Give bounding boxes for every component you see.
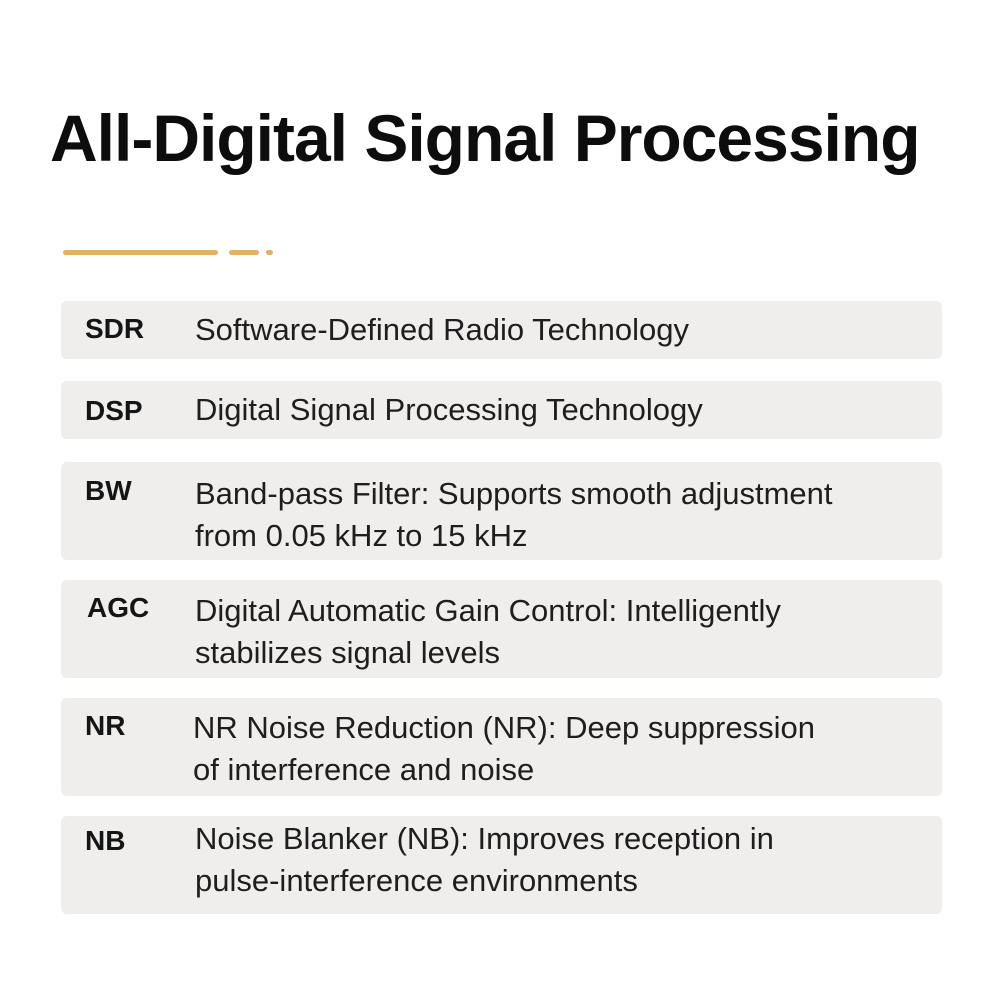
feature-abbr: NB — [85, 825, 126, 856]
feature-row-nb: NB Noise Blanker (NB): Improves receptio… — [61, 816, 942, 914]
accent-line-short — [229, 250, 259, 255]
feature-row-bw: BW Band-pass Filter: Supports smooth adj… — [61, 462, 942, 560]
feature-desc: Software-Defined Radio Technology — [195, 312, 690, 347]
feature-desc: Band-pass Filter: Supports smooth adjust… — [195, 476, 833, 553]
feature-desc: NR Noise Reduction (NR): Deep suppressio… — [193, 710, 815, 787]
accent-dot — [266, 250, 273, 255]
feature-row-dsp: DSP Digital Signal Processing Technology — [61, 381, 942, 439]
feature-desc: Digital Signal Processing Technology — [195, 392, 703, 427]
feature-abbr: SDR — [85, 313, 145, 344]
page-title: All-Digital Signal Processing — [50, 101, 921, 175]
feature-abbr: BW — [85, 475, 132, 506]
accent-line-long — [63, 250, 218, 255]
feature-row-nr: NR NR Noise Reduction (NR): Deep suppres… — [61, 698, 942, 796]
feature-abbr: NR — [85, 710, 126, 741]
feature-desc: Noise Blanker (NB): Improves reception i… — [195, 821, 774, 898]
feature-row-agc: AGC Digital Automatic Gain Control: Inte… — [61, 580, 942, 678]
feature-desc: Digital Automatic Gain Control: Intellig… — [195, 593, 781, 670]
feature-abbr: DSP — [85, 395, 143, 426]
feature-row-sdr: SDR Software-Defined Radio Technology — [61, 301, 942, 359]
feature-abbr: AGC — [87, 592, 150, 623]
